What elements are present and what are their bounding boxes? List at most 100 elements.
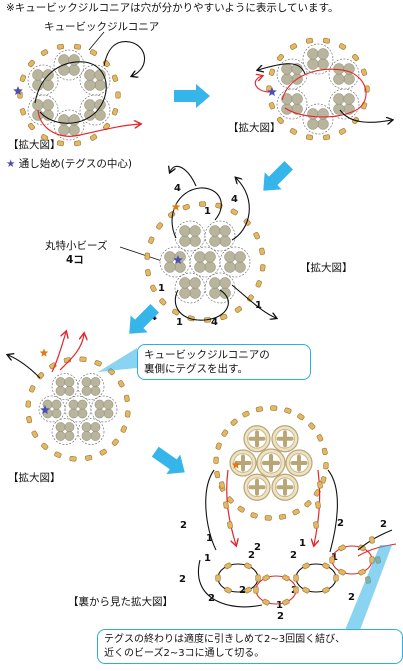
bead xyxy=(266,85,272,93)
thread-path xyxy=(254,76,271,93)
bead xyxy=(31,430,39,438)
count-2-f: 2 xyxy=(290,550,297,561)
bead xyxy=(203,317,212,323)
bead xyxy=(172,308,180,316)
bead xyxy=(352,53,360,62)
bead xyxy=(150,284,157,292)
cubic-zirconia xyxy=(38,395,66,423)
bead xyxy=(40,49,49,56)
bead xyxy=(305,134,314,141)
zoom-label-1: 【拡大図】 xyxy=(8,139,61,151)
thread-path xyxy=(281,68,367,118)
bead xyxy=(253,586,259,594)
cubic-zirconia-back xyxy=(285,449,313,477)
bead xyxy=(230,418,238,426)
leader-line xyxy=(119,246,166,263)
cubic-zirconia xyxy=(159,246,191,278)
star-icon xyxy=(40,405,50,414)
flow-arrow xyxy=(263,161,293,191)
bead xyxy=(230,208,238,216)
bead xyxy=(270,405,278,411)
star-icon: ★ xyxy=(6,158,16,170)
bead xyxy=(242,410,250,418)
panel-1-ring xyxy=(13,31,146,147)
cubic-zirconia-back xyxy=(256,448,286,478)
thread-path xyxy=(231,178,250,241)
panel-4-motif xyxy=(8,332,137,462)
bead xyxy=(27,122,35,131)
cubic-zirconia xyxy=(27,64,59,96)
cubic-zirconia xyxy=(53,109,85,141)
bead xyxy=(218,484,226,492)
bead xyxy=(159,298,167,306)
flow-arrows xyxy=(129,84,293,475)
legend-text: 通し始め(テグスの中心) xyxy=(18,158,132,170)
label-beads-count: 4コ xyxy=(66,254,84,266)
thread-path xyxy=(339,109,392,122)
bead xyxy=(289,43,298,50)
legend: ★ 通し始め(テグスの中心) xyxy=(6,158,132,170)
bead xyxy=(259,247,265,255)
bead xyxy=(219,481,225,489)
bead xyxy=(115,91,121,99)
bead xyxy=(148,236,155,244)
count-2-k: 2 xyxy=(348,592,355,603)
count-1-h: 1 xyxy=(204,553,211,564)
cubic-zirconia-back xyxy=(243,425,271,453)
bead xyxy=(313,489,321,497)
bead xyxy=(215,442,222,450)
bead xyxy=(364,85,370,93)
bead xyxy=(321,447,328,456)
callout-2-line1: テグスの終わりは適度に引きしめて2~3回固く結び、 xyxy=(104,634,346,645)
count-1-a: 1 xyxy=(204,206,211,217)
bead xyxy=(94,360,102,367)
bead xyxy=(268,102,276,110)
bead xyxy=(369,556,375,564)
bead xyxy=(182,204,190,211)
bead xyxy=(358,544,366,552)
bead xyxy=(262,574,270,582)
bead xyxy=(224,586,232,594)
bead xyxy=(282,574,290,582)
bead xyxy=(214,470,221,479)
thread-path xyxy=(314,469,321,545)
thread-path xyxy=(51,332,66,373)
bead xyxy=(111,74,119,82)
bead xyxy=(262,598,270,606)
bead xyxy=(316,434,324,442)
callout-pointer xyxy=(345,545,392,630)
cubic-zirconia xyxy=(90,395,118,423)
callout-back-side: キュービックジルコニアの 裏側にテグスを出す。 xyxy=(137,344,311,381)
bead xyxy=(19,108,27,116)
bead xyxy=(99,448,107,456)
cubic-zirconia-back xyxy=(271,473,299,501)
cubic-zirconia xyxy=(276,58,308,90)
thread-path xyxy=(226,469,236,545)
cubic-zirconia xyxy=(276,88,308,120)
count-1-i: 1 xyxy=(331,552,338,563)
bead xyxy=(264,515,272,521)
thread-path xyxy=(357,529,393,551)
bead xyxy=(255,406,264,413)
label-cubic-zirconia: キュービックジルコニア xyxy=(44,21,160,33)
bead xyxy=(56,43,65,50)
bead xyxy=(19,74,27,82)
bead xyxy=(338,43,347,50)
bead xyxy=(369,536,375,544)
bead xyxy=(120,425,127,433)
bead xyxy=(29,385,36,393)
thread-path xyxy=(174,289,229,321)
count-2-g: 2 xyxy=(179,574,186,585)
cubic-zirconia xyxy=(204,272,236,304)
cubic-zirconia xyxy=(51,373,79,400)
bead xyxy=(289,128,298,135)
cubic-zirconia xyxy=(53,49,85,81)
bead xyxy=(297,413,305,421)
bead xyxy=(223,501,229,509)
bead xyxy=(322,37,331,44)
thread-path xyxy=(34,61,107,124)
cubic-zirconia xyxy=(204,220,236,252)
bead xyxy=(54,451,62,458)
bead xyxy=(89,49,98,56)
count-4-d: 4 xyxy=(211,317,218,328)
